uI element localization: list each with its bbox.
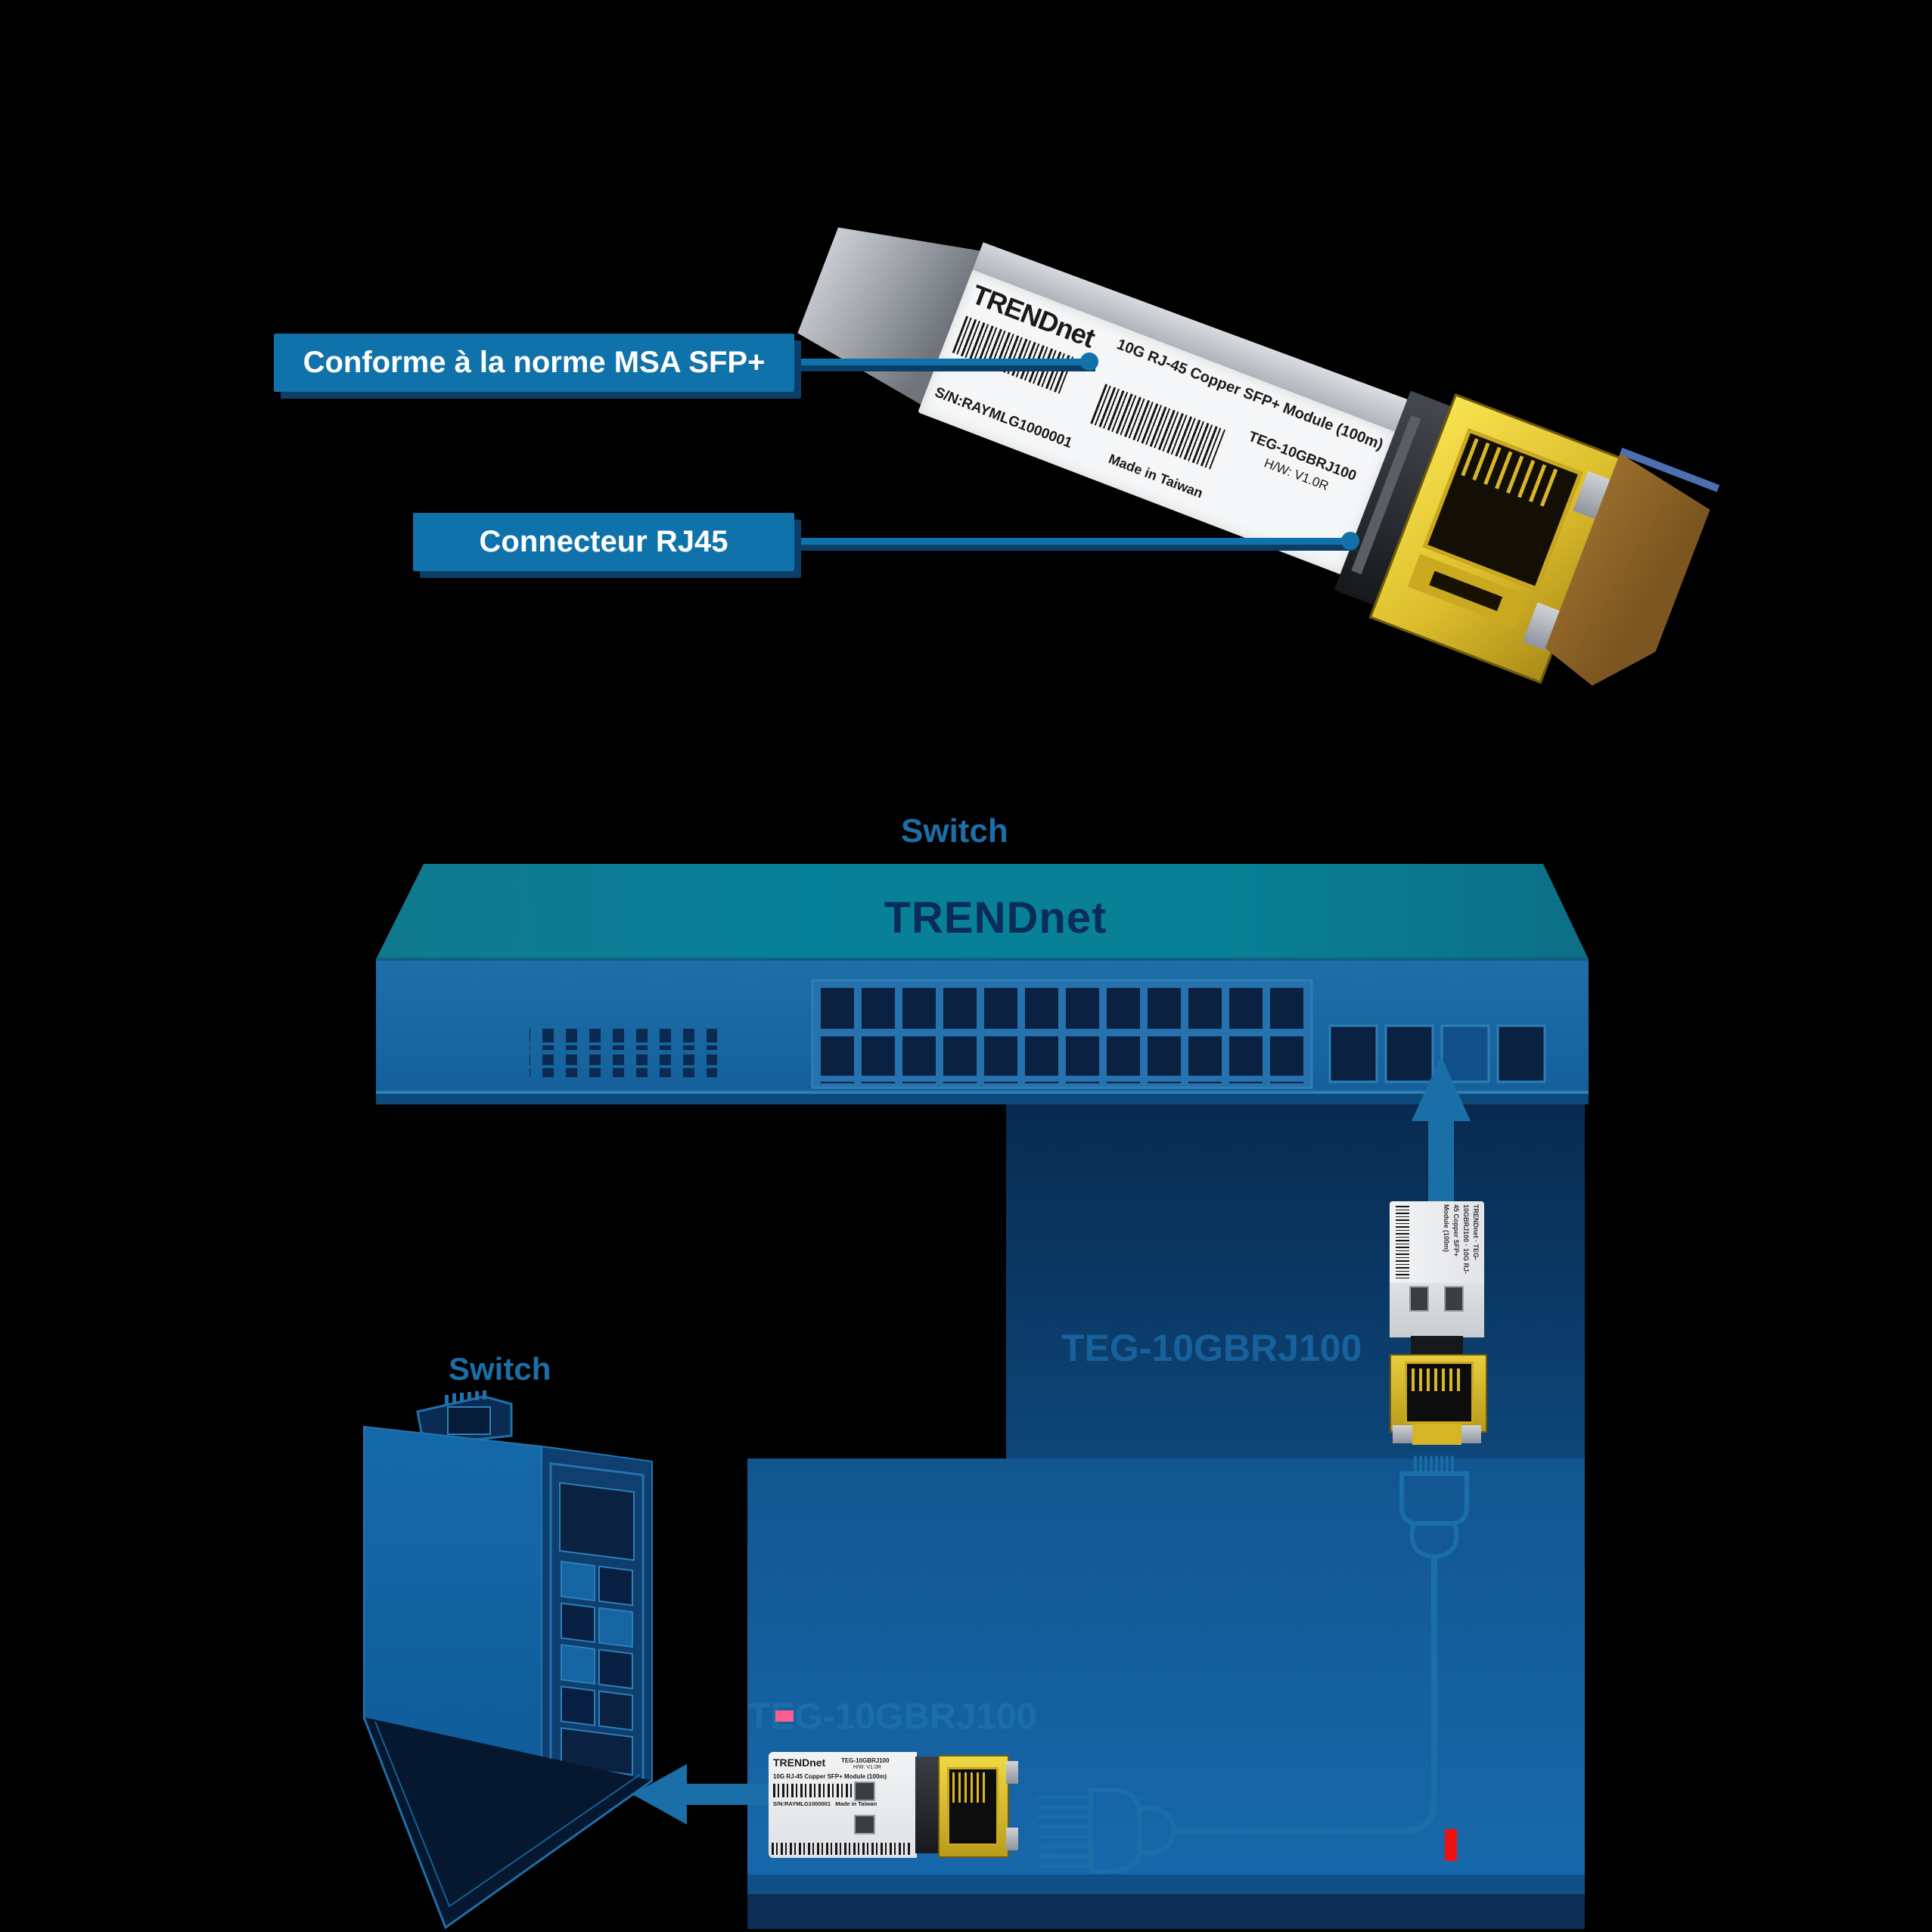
switch-port-row-bottom	[817, 1036, 1307, 1083]
rj45-plug-top-body	[1399, 1471, 1469, 1526]
rj45-gold-pins	[1412, 1368, 1461, 1391]
switch-top-illustration	[376, 864, 1589, 1104]
cable-path	[1171, 1557, 1437, 1834]
switch-bottom-strip	[376, 1094, 1589, 1104]
rj45-cage-lip	[1412, 1424, 1461, 1445]
tower-top-port	[416, 1390, 513, 1446]
switch-top-face	[376, 864, 1589, 959]
callout-rj45: Connecteur RJ45	[413, 513, 794, 571]
label-model: TEG-10GBRJ100	[841, 1757, 890, 1764]
ethernet-cable	[1038, 1455, 1469, 1874]
brand-logo: TRENDnet	[773, 1757, 826, 1769]
callout-msa-leader-dot	[1080, 353, 1098, 371]
label-barcode	[772, 1843, 912, 1855]
label-barcode	[1396, 1206, 1409, 1278]
switch-port-row-top	[817, 985, 1307, 1032]
arrow-up-into-switch	[1412, 1056, 1471, 1201]
switch-top-logo: TRENDnet	[884, 893, 1107, 943]
switch-led-row	[530, 1055, 717, 1077]
module-body	[1390, 1283, 1484, 1337]
pink-accent-mark	[775, 1710, 794, 1722]
rj45-cage	[1390, 1354, 1487, 1433]
switch-led-row	[530, 1029, 717, 1050]
label-product-name: 10G RJ-45 Copper SFP+ Module (100m)	[773, 1773, 887, 1780]
switch-bottom-illustration	[362, 1390, 653, 1930]
module-label: TRENDnet · TEG-10GBRJ100 · 10G RJ-45 Cop…	[1390, 1201, 1484, 1283]
latch-hole	[1444, 1286, 1464, 1312]
rj45-plug-bottom-pins	[1038, 1796, 1089, 1868]
rj45-gold-pins	[1461, 438, 1563, 509]
rj45-cage	[938, 1755, 1009, 1858]
latch-hole	[854, 1815, 875, 1834]
switch-sfp-slots	[1328, 1024, 1546, 1083]
latch-tab	[1006, 1761, 1018, 1784]
sfp-module-photo-horizontal: TRENDnet TEG-10GBRJ100 H/W: V1.0R 10G RJ…	[769, 1749, 1020, 1862]
navy-backdrop-panel	[1006, 1095, 1585, 1458]
arrow-left-into-tower	[632, 1764, 769, 1825]
module-body: TRENDnet TEG-10GBRJ100 H/W: V1.0R 10G RJ…	[769, 1752, 917, 1858]
label-text: TRENDnet · TEG-10GBRJ100 · 10G RJ-45 Cop…	[1443, 1204, 1480, 1275]
latch-tab	[1461, 1425, 1481, 1443]
callout-rj45-leader-line	[794, 538, 1350, 545]
latch-hole	[1409, 1286, 1429, 1312]
callout-msa-leader-line	[794, 359, 1089, 365]
module-notch	[1411, 1336, 1463, 1356]
latch-tab	[1006, 1828, 1018, 1850]
module-top-model-label: TEG-10GBRJ100	[1061, 1327, 1362, 1369]
red-accent-mark	[1445, 1829, 1457, 1861]
rj45-plug-bottom-boot	[1137, 1806, 1177, 1856]
module-bottom-model-label: TEG-10GBRJ100	[748, 1697, 1037, 1737]
callout-rj45-leader-dot	[1341, 532, 1359, 550]
switch-top-label: Switch	[901, 812, 1008, 850]
label-serial: S/N:RAYMLG1000001	[932, 384, 1075, 452]
rj45-jack-opening	[1405, 1362, 1474, 1424]
backdrop-strip-mid	[747, 1875, 1585, 1894]
rj45-jack-opening	[947, 1767, 999, 1846]
latch-hole	[854, 1781, 875, 1801]
latch-tab	[1393, 1425, 1412, 1443]
label-hardware-version: H/W: V1.0R	[853, 1765, 881, 1770]
label-barcode	[773, 1784, 864, 1797]
switch-bottom-label: Switch	[449, 1351, 551, 1387]
rj45-plug-top-pins	[1414, 1455, 1454, 1472]
rj45-plug-bottom-body	[1089, 1788, 1141, 1874]
sfp-module-photo-vertical: TRENDnet · TEG-10GBRJ100 · 10G RJ-45 Cop…	[1390, 1201, 1487, 1451]
module-collar	[915, 1757, 938, 1853]
backdrop-strip-bottom	[747, 1894, 1585, 1929]
tower-base	[362, 1716, 653, 1930]
rj45-gold-pins	[952, 1772, 989, 1803]
callout-msa: Conforme à la norme MSA SFP+	[274, 334, 794, 392]
label-serial-origin: S/N:RAYMLG1000001 Made in Taiwan	[773, 1800, 877, 1807]
